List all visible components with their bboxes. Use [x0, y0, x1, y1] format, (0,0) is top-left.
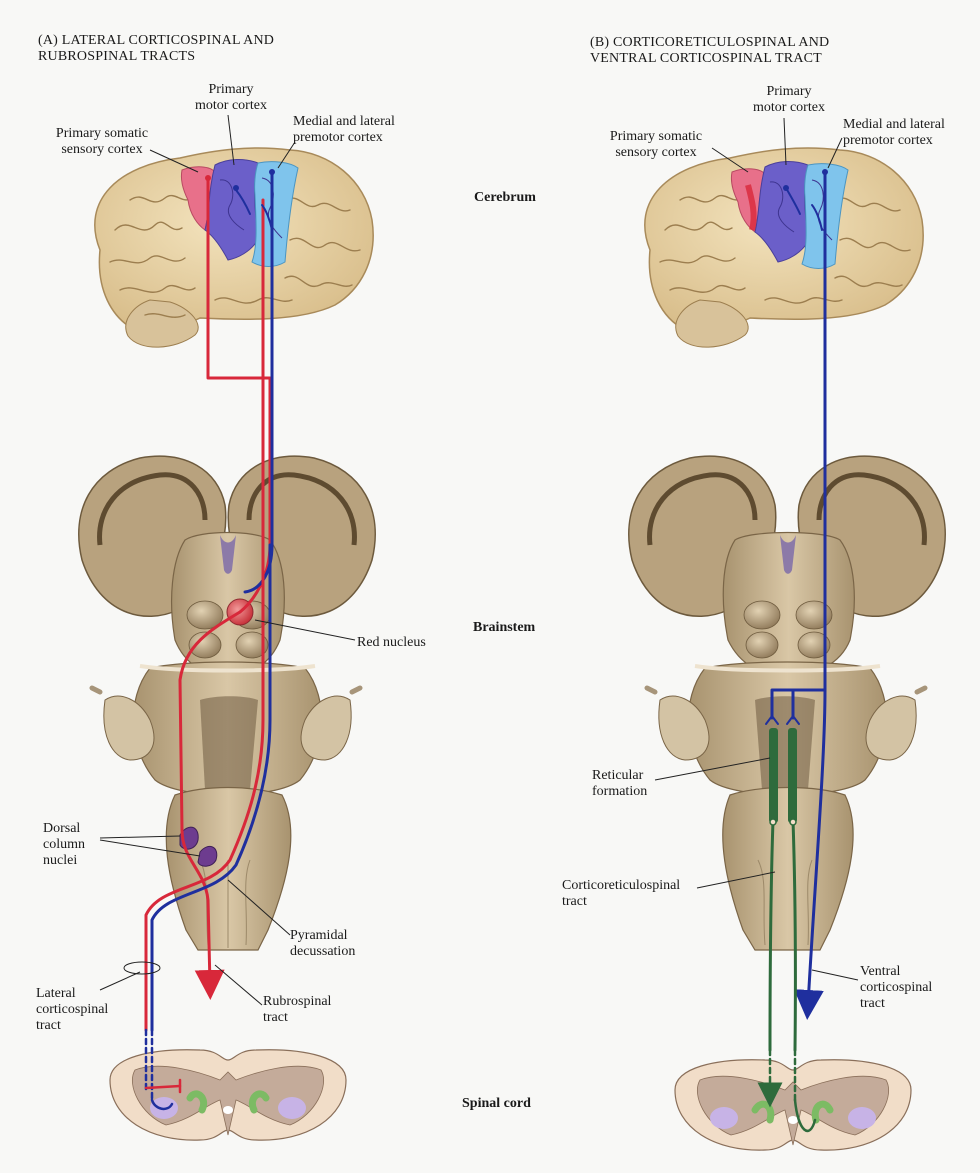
label-a-primary-motor-cortex: Primary motor cortex — [195, 82, 267, 113]
reticular-formation-left-b — [769, 728, 778, 823]
label-a-premotor-cortex: Medial and lateral premotor cortex — [293, 114, 395, 145]
ventral-corticospinal-blue-b — [793, 170, 827, 1020]
panel-a-illustration — [78, 114, 376, 1141]
cerebellum-a — [125, 299, 199, 348]
spinal-cord-a — [109, 1049, 347, 1141]
cerebrum-b — [644, 147, 924, 348]
leader-lines-a — [99, 114, 356, 1006]
corticospinal-red-paired-a — [144, 198, 265, 1032]
region-label-brainstem: Brainstem — [473, 620, 536, 635]
leader-lines-b — [654, 117, 859, 981]
motor-gyri-a — [219, 177, 283, 239]
gyri-a — [109, 194, 361, 318]
label-a-primary-somatic-sensory-cortex: Primary somatic sensory cortex — [55, 126, 149, 157]
tracts-b — [757, 169, 828, 1133]
tracts-a — [123, 169, 275, 1111]
label-b-primary-motor-cortex: Primary motor cortex — [753, 84, 825, 115]
gyri-b — [659, 194, 911, 304]
third-ventricle-a — [220, 535, 236, 574]
fourth-ventricle-a — [200, 696, 258, 805]
region-label-cerebrum: Cerebrum — [474, 190, 536, 205]
label-a-red-nucleus: Red nucleus — [357, 635, 426, 650]
label-b-ventral-corticospinal-tract: Ventral corticospinal tract — [860, 964, 933, 1011]
panel-a-title: (A) LATERAL CORTICOSPINAL AND RUBROSPINA… — [38, 33, 275, 64]
label-a-lateral-corticospinal-tract: Lateral corticospinal tract — [36, 986, 109, 1033]
panel-b-title: (B) CORTICORETICULOSPINAL AND VENTRAL CO… — [590, 35, 830, 66]
motor-cortex-b — [754, 161, 809, 263]
label-b-reticular-formation: Reticular formation — [592, 768, 648, 799]
label-b-corticoreticulospinal-tract: Corticoreticulospinal tract — [562, 878, 681, 909]
spinal-cord-b — [674, 1059, 912, 1151]
medulla-b — [722, 786, 854, 951]
brainstem-b — [628, 455, 946, 951]
cerebellum-b — [675, 299, 749, 348]
corticoreticulospinal-green-b — [768, 818, 797, 1052]
corticospinal-blue-a — [243, 170, 274, 594]
label-b-premotor-cortex: Medial and lateral premotor cortex — [843, 117, 945, 148]
cerebellar-peduncle-right-a — [300, 695, 352, 761]
corticospinal-blue-paired-a — [150, 543, 272, 1032]
region-label-spinal-cord: Spinal cord — [462, 1096, 531, 1111]
label-a-rubrospinal-tract: Rubrospinal tract — [263, 994, 332, 1025]
cerebrum-a — [94, 147, 374, 348]
reticular-formation-right-b — [788, 728, 797, 823]
label-a-dorsal-column-nuclei: Dorsal column nuclei — [43, 821, 85, 868]
panel-b-illustration — [628, 117, 946, 1151]
cerebellar-peduncle-left-a — [103, 695, 155, 761]
dorsal-column-nucleus-2-a — [197, 845, 218, 867]
medulla-a — [165, 786, 292, 951]
cortical-branch-blue-b — [770, 688, 827, 720]
label-a-pyramidal-decussation: Pyramidal decussation — [290, 928, 356, 959]
label-b-primary-somatic-sensory-cortex: Primary somatic sensory cortex — [609, 129, 703, 160]
